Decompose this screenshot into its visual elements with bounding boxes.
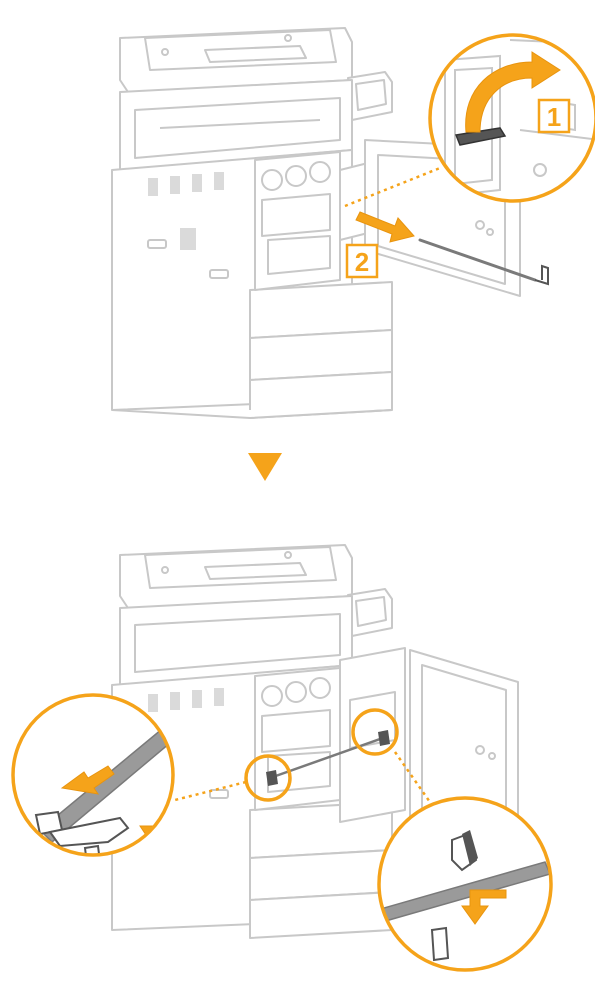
step-2-badge: 2 (347, 245, 377, 277)
svg-text:1: 1 (547, 102, 561, 132)
down-triangle-icon (248, 453, 282, 481)
detail-circle-right-hook (370, 798, 551, 970)
svg-text:2: 2 (355, 247, 369, 277)
step-1-badge: 1 (539, 100, 569, 132)
